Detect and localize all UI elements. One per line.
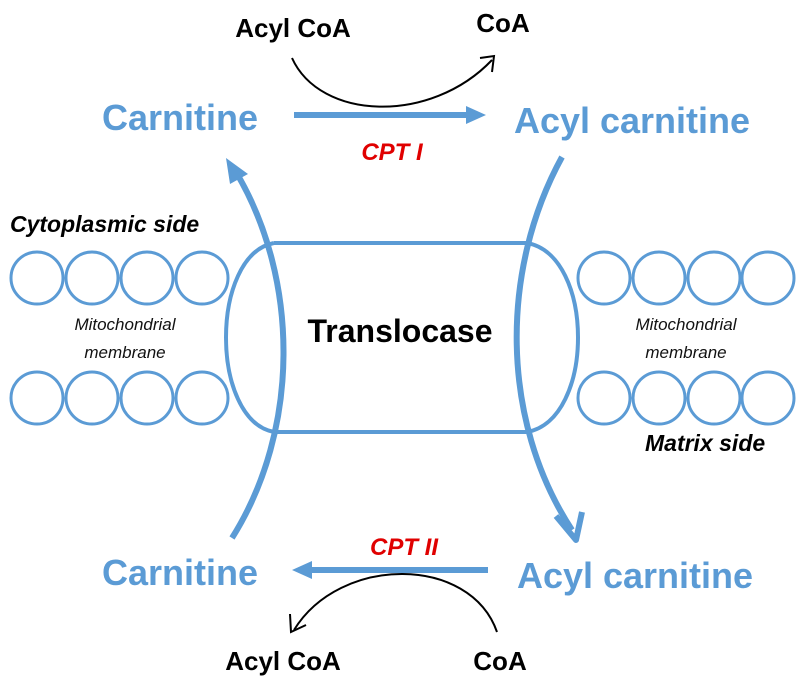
- cpt2-arrowhead-icon: [292, 561, 312, 579]
- left-membrane-label-line2: membrane: [84, 343, 165, 362]
- top-cofactor-arrowhead-icon: [479, 54, 496, 73]
- left-membrane-lower-row: [9, 370, 230, 426]
- translocase-label: Translocase: [308, 313, 493, 349]
- left-membrane-upper-row: [9, 250, 230, 306]
- translocase-channel: [224, 241, 580, 434]
- left-membrane-label-line1: Mitochondrial: [74, 315, 176, 334]
- acyl-carnitine-transport-arc: [513, 155, 575, 532]
- top-cofactor-arc: [291, 57, 493, 108]
- right-membrane-lower-row: [576, 370, 796, 426]
- bottom-coa-label: CoA: [473, 646, 527, 676]
- bottom-acyl-carnitine-label: Acyl carnitine: [517, 555, 753, 596]
- bottom-acyl-coa-label: Acyl CoA: [225, 646, 341, 676]
- bottom-cofactor-arrowhead-icon: [289, 613, 307, 634]
- right-membrane-label-line1: Mitochondrial: [635, 315, 737, 334]
- carnitine-return-arrowhead-icon: [226, 158, 248, 184]
- right-membrane-upper-row: [576, 250, 796, 306]
- matrix-side-label: Matrix side: [645, 430, 765, 456]
- cpt2-enzyme-label: CPT II: [370, 534, 439, 561]
- right-membrane-label-line2: membrane: [645, 343, 726, 362]
- cpt1-enzyme-label: CPT I: [361, 139, 424, 166]
- top-coa-label: CoA: [476, 8, 530, 38]
- carnitine-return-arc: [229, 170, 287, 540]
- bottom-cofactor-arc: [293, 573, 498, 633]
- top-acyl-coa-label: Acyl CoA: [235, 13, 351, 43]
- top-acyl-carnitine-label: Acyl carnitine: [514, 100, 750, 141]
- acyl-carnitine-transport-arrowhead-icon: [553, 511, 585, 543]
- top-carnitine-label: Carnitine: [102, 97, 258, 138]
- cytoplasmic-side-label: Cytoplasmic side: [10, 211, 199, 237]
- bottom-carnitine-label: Carnitine: [102, 552, 258, 593]
- cpt1-arrowhead-icon: [466, 106, 486, 124]
